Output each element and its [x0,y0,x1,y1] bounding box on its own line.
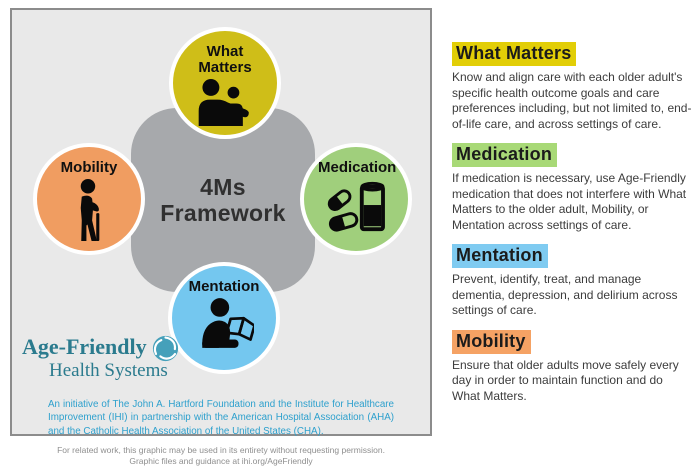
person-reading-icon [202,298,254,348]
section-medication-heading: Medication [452,143,558,167]
circle-mobility: Mobility [33,143,145,255]
circle-medication: Medication [300,143,412,255]
circle-what-matters: What Matters [169,27,281,139]
definitions-column: What Matters Know and align care with ea… [452,42,692,415]
circle-mentation: Mentation [168,262,280,374]
age-friendly-logo: Age-Friendly Health Systems [22,335,179,381]
section-mentation: Mentation Prevent, identify, treat, and … [452,244,692,319]
section-what-matters: What Matters Know and align care with ea… [452,42,692,132]
section-mentation-heading: Mentation [452,244,548,268]
permission-note-line2: Graphic files and guidance at ihi.org/Ag… [129,455,313,466]
circle-what-matters-label: What Matters [198,43,252,76]
initiative-text: An initiative of The John A. Hartford Fo… [48,398,394,437]
section-medication-body: If medication is necessary, use Age-Frie… [452,171,687,232]
center-title-line2: Framework [160,200,286,226]
section-mobility-body: Ensure that older adults move safely eve… [452,357,679,403]
permission-note-line1: For related work, this graphic may be us… [57,445,385,455]
section-what-matters-body: Know and align care with each older adul… [452,70,692,131]
logo-line2: Health Systems [49,360,168,381]
section-what-matters-heading: What Matters [452,42,577,66]
circle-mentation-label: Mentation [188,278,260,295]
people-embrace-icon [198,79,249,126]
swirl-logo-icon [152,335,178,362]
walking-person-icon [80,179,100,241]
center-title-line1: 4Ms [200,174,246,200]
section-mobility-heading: Mobility [452,329,531,354]
permission-note: For related work, this graphic may be us… [0,445,442,466]
section-mentation-body: Prevent, identify, treat, and manage dem… [452,272,678,317]
logo-line1: Age-Friendly [22,334,147,359]
diagram-panel: 4Ms Framework What Matters Mobility [10,8,432,437]
circle-mobility-label: Mobility [60,159,118,176]
section-mobility: Mobility Ensure that older adults move s… [452,329,692,405]
section-medication: Medication If medication is necessary, u… [452,143,692,233]
circle-medication-label: Medication [318,159,397,176]
pills-and-bottle-icon [327,181,385,232]
